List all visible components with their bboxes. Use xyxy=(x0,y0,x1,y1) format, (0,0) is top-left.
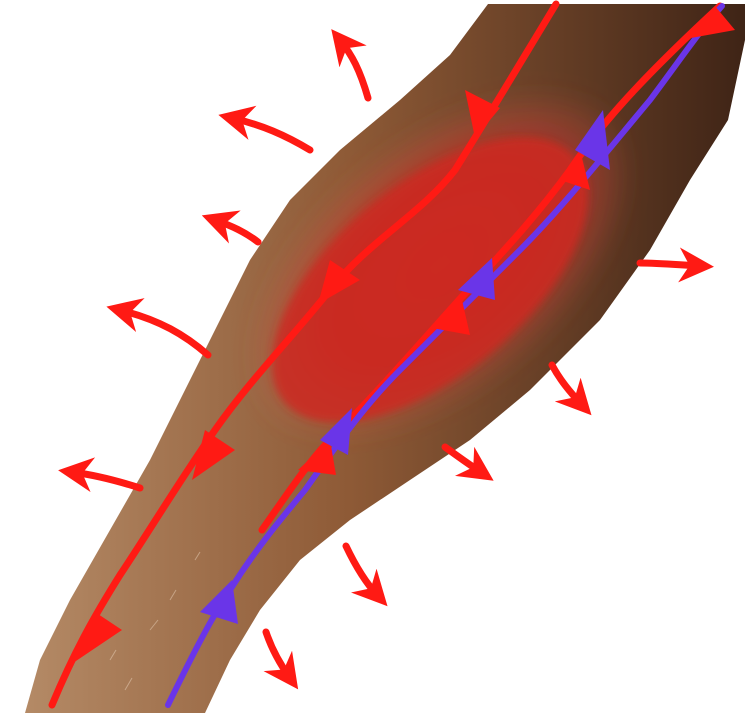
arrow-outward-icon xyxy=(640,263,700,266)
